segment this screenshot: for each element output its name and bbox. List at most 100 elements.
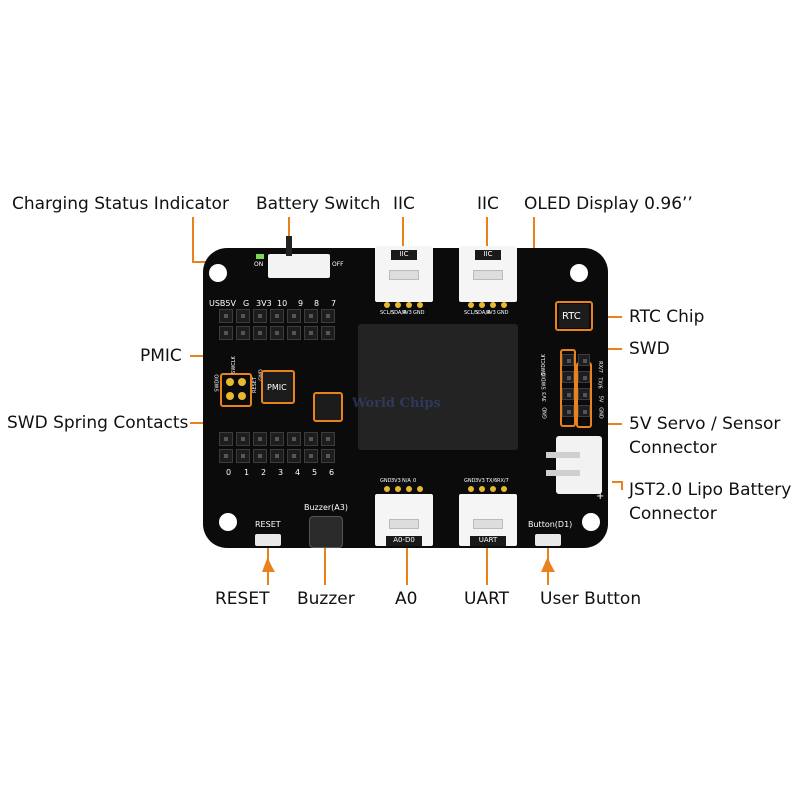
servo-label-5v: 5V: [597, 395, 604, 403]
rtc-label: RTC: [562, 311, 581, 322]
servo-label-tx: TX/6: [596, 377, 603, 389]
grove-uart-slot: [473, 519, 503, 529]
swd-pin: [562, 388, 574, 400]
jst-slot: [546, 452, 580, 458]
callout-jst-line2: Connector: [629, 504, 717, 524]
callout-a0: A0: [395, 589, 418, 609]
grove-iic-2-slot: [473, 270, 503, 280]
top-header-label-1: G: [243, 299, 250, 308]
reset-button[interactable]: [255, 534, 281, 546]
callout-user-button: User Button: [540, 589, 642, 609]
grove-pin: [395, 302, 401, 308]
grove-pin-label: 3V3: [486, 310, 496, 316]
spring-pad: [226, 392, 234, 400]
grove-pin: [384, 302, 390, 308]
header-pin: [219, 309, 233, 323]
grove-iic-1-slot: [389, 270, 419, 280]
grove-pin: [490, 486, 496, 492]
spring-pad: [226, 378, 234, 386]
spring-pad: [238, 392, 246, 400]
grove-pin-label: RX/7: [497, 478, 509, 484]
grove-a0-slot: [389, 519, 419, 529]
watermark: World Chips: [352, 396, 441, 411]
swd-pin: [578, 354, 590, 366]
grove-pin: [468, 486, 474, 492]
header-pin: [287, 309, 301, 323]
plus-label: +: [596, 491, 605, 502]
grove-pin: [479, 302, 485, 308]
grove-pin-label: GND: [380, 478, 392, 484]
header-pin: [304, 326, 318, 340]
jst-connector[interactable]: [556, 436, 602, 494]
header-pin: [270, 326, 284, 340]
header-pin: [321, 309, 335, 323]
user-button[interactable]: [535, 534, 561, 546]
mount-hole-tr: [570, 264, 588, 282]
grove-pin-label: SDA/4: [391, 310, 407, 316]
grove-pin: [417, 486, 423, 492]
bottom-header-label-6: 6: [329, 468, 335, 477]
swd-pin: [578, 405, 590, 417]
grove-a0-label: A0-D0: [386, 536, 422, 546]
grove-pin-label: GND: [464, 478, 476, 484]
swd-spring-contacts: [220, 373, 252, 407]
bottom-header-label-4: 4: [295, 468, 301, 477]
bottom-header-label-2: 2: [261, 468, 267, 477]
servo-label-rx: RX/7: [596, 361, 603, 373]
header-pin: [253, 326, 267, 340]
swd-pad-label-swdio: SWDIO: [214, 374, 221, 392]
top-header-label-5: 8: [314, 299, 320, 308]
swd-pad-label-reset: RESET: [252, 376, 259, 394]
header-pin: [287, 432, 301, 446]
pmic-highlight: [261, 370, 295, 404]
swd-pad-label-swclk: SWCLK: [230, 356, 237, 374]
battery-switch-knob[interactable]: [286, 236, 292, 256]
swd-pin: [562, 405, 574, 417]
callout-servo-line1: 5V Servo / Sensor: [629, 414, 781, 434]
top-header-label-3: 10: [277, 299, 288, 308]
top-header-label-2: 3V3: [256, 299, 272, 308]
header-pin: [287, 326, 301, 340]
pmic-chip: [263, 372, 293, 402]
grove-pin-label: 3V3: [391, 478, 401, 484]
leader-jst: [612, 481, 623, 490]
swd-header-label-gnd: GND: [542, 407, 549, 419]
callout-battery-switch: Battery Switch: [256, 194, 381, 214]
top-header-label-6: 7: [331, 299, 337, 308]
grove-pin-label: SCL/5: [464, 310, 479, 316]
servo-label-gnd: GND: [597, 407, 604, 419]
grove-pin-label: 0: [413, 478, 417, 484]
header-pin: [253, 432, 267, 446]
buzzer-board-label: Buzzer(A3): [304, 503, 348, 512]
bottom-header-label-0: 0: [226, 468, 232, 477]
header-pin: [236, 309, 250, 323]
grove-pin-label: 3V3: [475, 478, 485, 484]
header-pin: [219, 326, 233, 340]
grove-pin: [406, 486, 412, 492]
bottom-header-label-5: 5: [312, 468, 318, 477]
grove-pin-label: TX/6: [486, 478, 498, 484]
battery-switch[interactable]: [268, 254, 330, 278]
grove-uart-label: UART: [470, 536, 506, 546]
bottom-header-label-1: 1: [244, 468, 250, 477]
grove-pin-label: GND: [413, 310, 425, 316]
swd-pin: [562, 354, 574, 366]
pmic-second-highlight: [313, 392, 343, 422]
callout-rtc-chip: RTC Chip: [629, 307, 705, 327]
charging-led: [256, 254, 264, 259]
callout-swd-spring: SWD Spring Contacts: [7, 413, 189, 433]
header-pin: [236, 449, 250, 463]
pmic-second-chip: [315, 394, 341, 420]
header-pin: [236, 326, 250, 340]
mount-hole-bl: [219, 513, 237, 531]
callout-buzzer: Buzzer: [297, 589, 355, 609]
header-pin: [304, 309, 318, 323]
grove-pin-label: N/A: [402, 478, 411, 484]
grove-pin: [468, 302, 474, 308]
header-pin: [321, 326, 335, 340]
grove-pin-label: 3V3: [402, 310, 412, 316]
callout-iic-1: IIC: [393, 194, 415, 214]
top-header-label-0: USB5V: [209, 299, 236, 308]
pmic-label: PMIC: [267, 383, 287, 392]
header-pin: [287, 449, 301, 463]
